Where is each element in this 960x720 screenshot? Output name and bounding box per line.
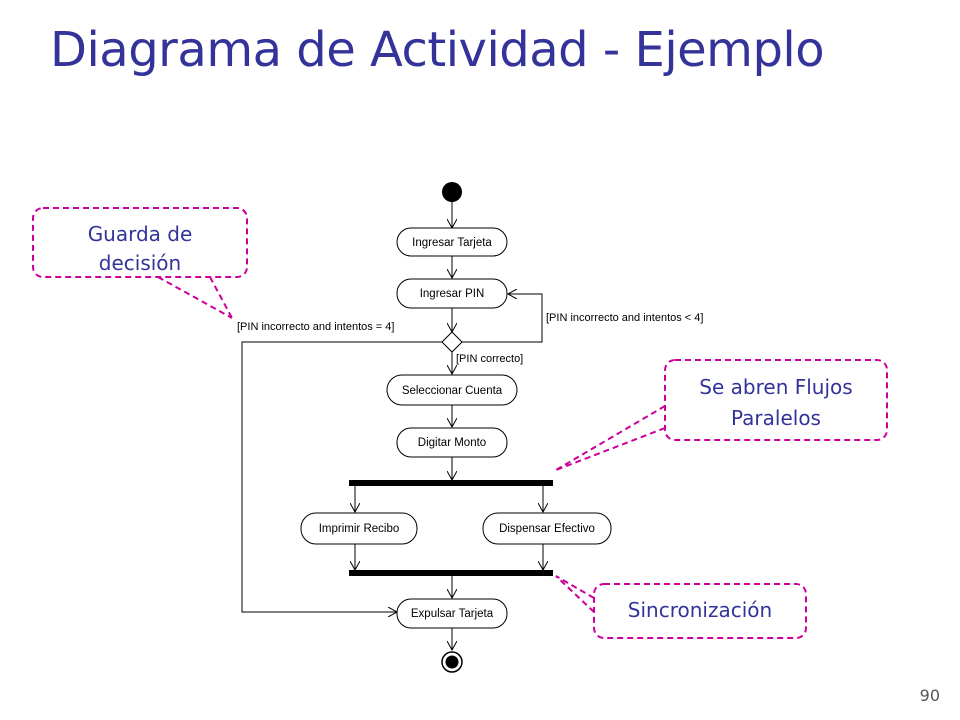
svg-text:Imprimir Recibo: Imprimir Recibo [319,523,400,535]
svg-text:Ingresar PIN: Ingresar PIN [420,288,485,300]
callout-flujos-paralelos: Se abren Flujos Paralelos [555,359,888,471]
svg-text:decisión: decisión [99,251,181,275]
activity-imprimir-recibo: Imprimir Recibo [300,512,418,545]
left-branch-edge [241,341,442,612]
join-bar [349,570,553,576]
initial-node [442,182,462,202]
guard-pin-correcto: [PIN correcto] [456,353,523,365]
decision-node [441,331,463,353]
loop-back-edge [462,294,543,343]
slide-title: Diagrama de Actividad - Ejemplo [50,22,825,78]
page-number: 90 [919,686,940,705]
activity-seleccionar-cuenta: Seleccionar Cuenta [386,374,518,406]
svg-text:Ingresar Tarjeta: Ingresar Tarjeta [412,237,492,249]
activity-ingresar-tarjeta: Ingresar Tarjeta [396,227,508,257]
guard-pin-incorrecto-4: [PIN incorrecto and intentos = 4] [237,321,394,333]
activity-digitar-monto: Digitar Monto [396,427,508,458]
guard-pin-incorrecto-lt4: [PIN incorrecto and intentos < 4] [546,312,703,324]
svg-text:Paralelos: Paralelos [731,406,821,430]
svg-text:Guarda de: Guarda de [88,222,193,246]
activity-expulsar-tarjeta: Expulsar Tarjeta [396,598,508,629]
final-node [441,651,463,673]
svg-text:Expulsar Tarjeta: Expulsar Tarjeta [411,608,494,620]
callout-guarda-decision: Guarda de decisión [32,207,248,319]
svg-text:Sincronización: Sincronización [628,598,772,622]
svg-text:Se abren Flujos: Se abren Flujos [699,375,852,399]
callout-sincronizacion: Sincronización [555,575,807,639]
svg-text:Digitar Monto: Digitar Monto [418,437,486,449]
fork-bar [349,480,553,486]
svg-text:Dispensar Efectivo: Dispensar Efectivo [499,523,595,535]
activity-dispensar-efectivo: Dispensar Efectivo [482,512,612,545]
svg-text:Seleccionar Cuenta: Seleccionar Cuenta [402,385,503,397]
activity-ingresar-pin: Ingresar PIN [396,278,508,309]
